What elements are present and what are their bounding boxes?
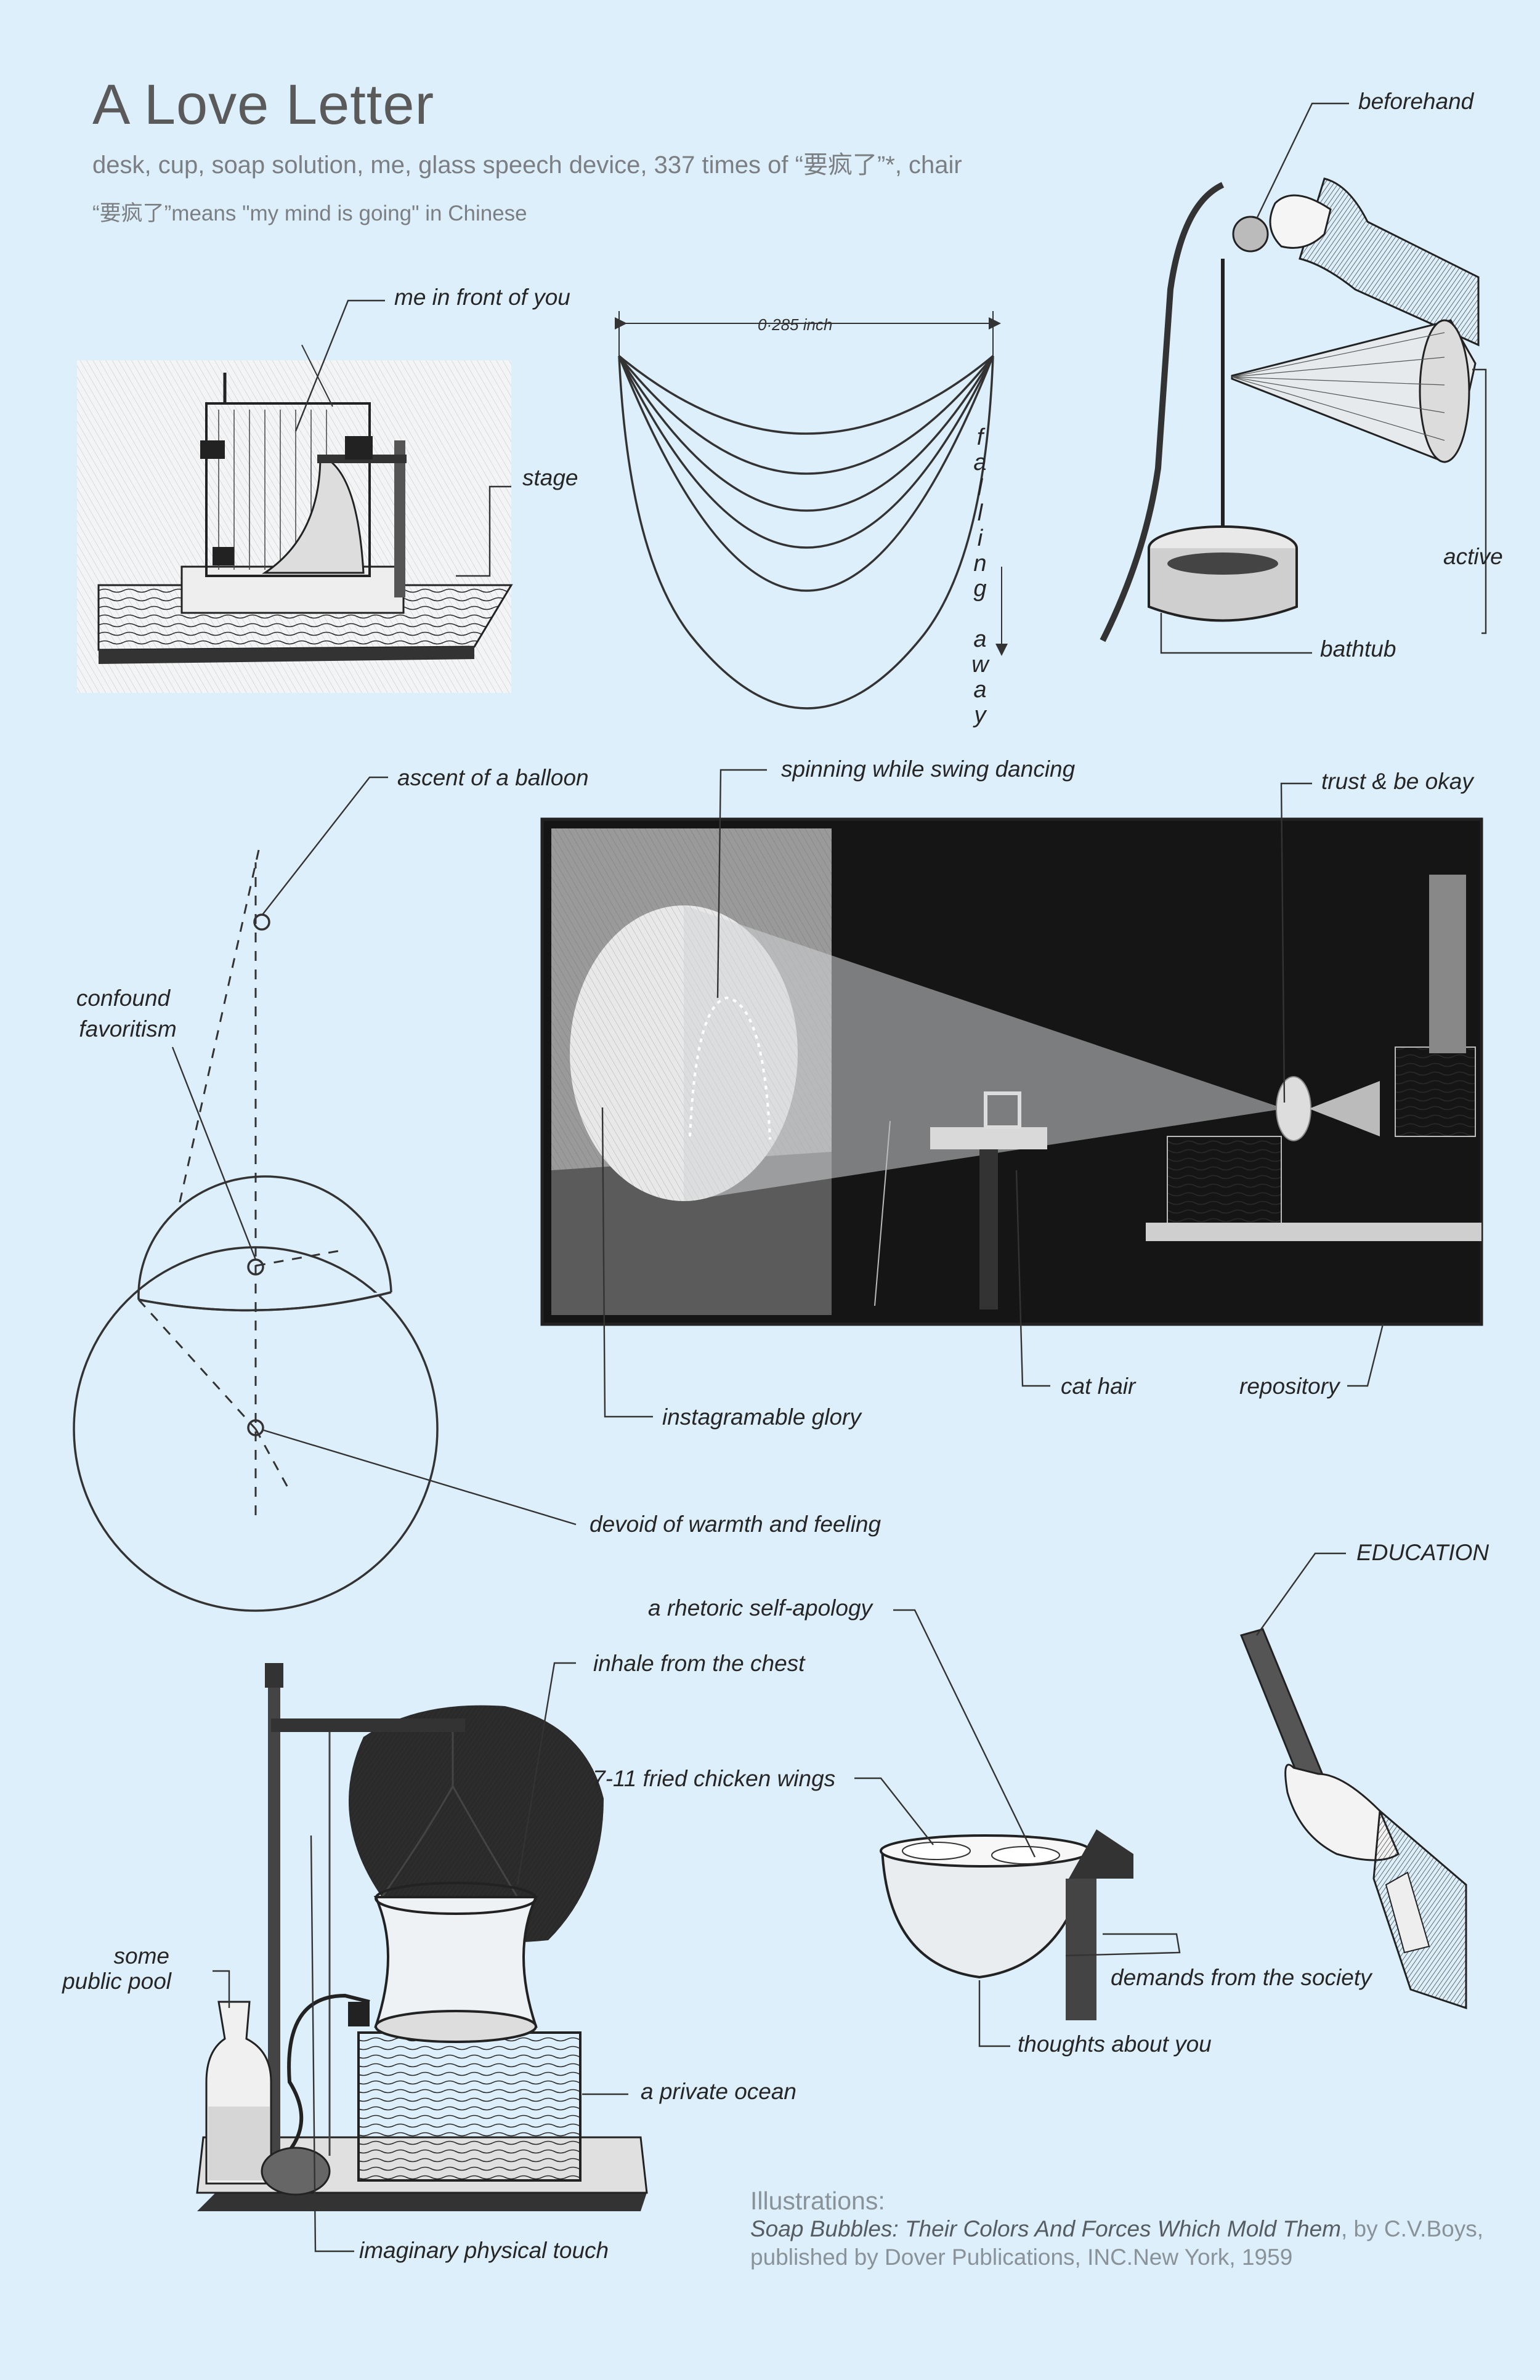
- projection-scene-illustration: [540, 817, 1483, 1326]
- label-beforehand: beforehand: [1358, 89, 1474, 114]
- label-ascent-of-a-balloon: ascent of a balloon: [397, 765, 589, 790]
- apparatus-stage-illustration: [77, 344, 513, 693]
- label-stage: stage: [522, 465, 578, 490]
- illustration-credits: Illustrations: Soap Bubbles: Their Color…: [750, 2187, 1526, 2272]
- credits-publisher: published by Dover Publications, INC.New…: [750, 2244, 1293, 2270]
- label-fried-chicken-wings: 7-11 fried chicken wings: [593, 1766, 836, 1791]
- credits-author: , by C.V.Boys,: [1340, 2216, 1483, 2241]
- falling-film-diagram: [615, 311, 1008, 710]
- page-title: A Love Letter: [92, 73, 435, 136]
- label-spinning-while-swing-dancing: spinning while swing dancing: [781, 756, 1076, 782]
- page-subtitle: desk, cup, soap solution, me, glass spee…: [92, 152, 962, 179]
- label-favoritism: favoritism: [79, 1016, 177, 1042]
- label-active: active: [1443, 544, 1503, 569]
- credits-heading: Illustrations:: [750, 2187, 885, 2215]
- label-confound: confound: [76, 986, 171, 1011]
- label-devoid-of-warmth: devoid of warmth and feeling: [590, 1512, 881, 1537]
- label-dimension: 0·285 inch: [758, 315, 833, 334]
- label-public-pool: public pool: [62, 1969, 171, 1994]
- translation-note: “要疯了”means "my mind is going" in Chinese: [92, 201, 527, 225]
- leader-lines: [171, 102, 1487, 2252]
- label-a-private-ocean: a private ocean: [641, 2079, 797, 2104]
- label-cat-hair: cat hair: [1061, 1374, 1136, 1399]
- label-trust-and-be-okay: trust & be okay: [1321, 769, 1473, 794]
- label-inhale-from-the-chest: inhale from the chest: [593, 1651, 805, 1676]
- label-repository: repository: [1239, 1374, 1340, 1399]
- label-thoughts-about-you: thoughts about you: [1018, 2031, 1212, 2057]
- ring-stand-illustration: [196, 1663, 648, 2211]
- label-imaginary-physical-touch: imaginary physical touch: [359, 2238, 609, 2263]
- label-education: EDUCATION: [1356, 1540, 1489, 1565]
- label-demands-from-the-society: demands from the society: [1111, 1965, 1372, 1990]
- label-instagramable-glory: instagramable glory: [662, 1404, 861, 1430]
- cone-bathtub-illustration: [1100, 177, 1480, 642]
- double-bubble-diagram: [73, 849, 439, 1612]
- label-bathtub: bathtub: [1320, 636, 1396, 662]
- label-rhetoric-self-apology: a rhetoric self-apology: [648, 1595, 873, 1621]
- label-me-in-front-of-you: me in front of you: [394, 285, 570, 310]
- hand-pointer-illustration: [1239, 1628, 1467, 2010]
- credits-source: Soap Bubbles: Their Colors And Forces Wh…: [750, 2215, 1526, 2243]
- bowl-illustration: [880, 1829, 1133, 2020]
- label-some: some: [113, 1943, 169, 1969]
- credits-book-title: Soap Bubbles: Their Colors And Forces Wh…: [750, 2216, 1341, 2241]
